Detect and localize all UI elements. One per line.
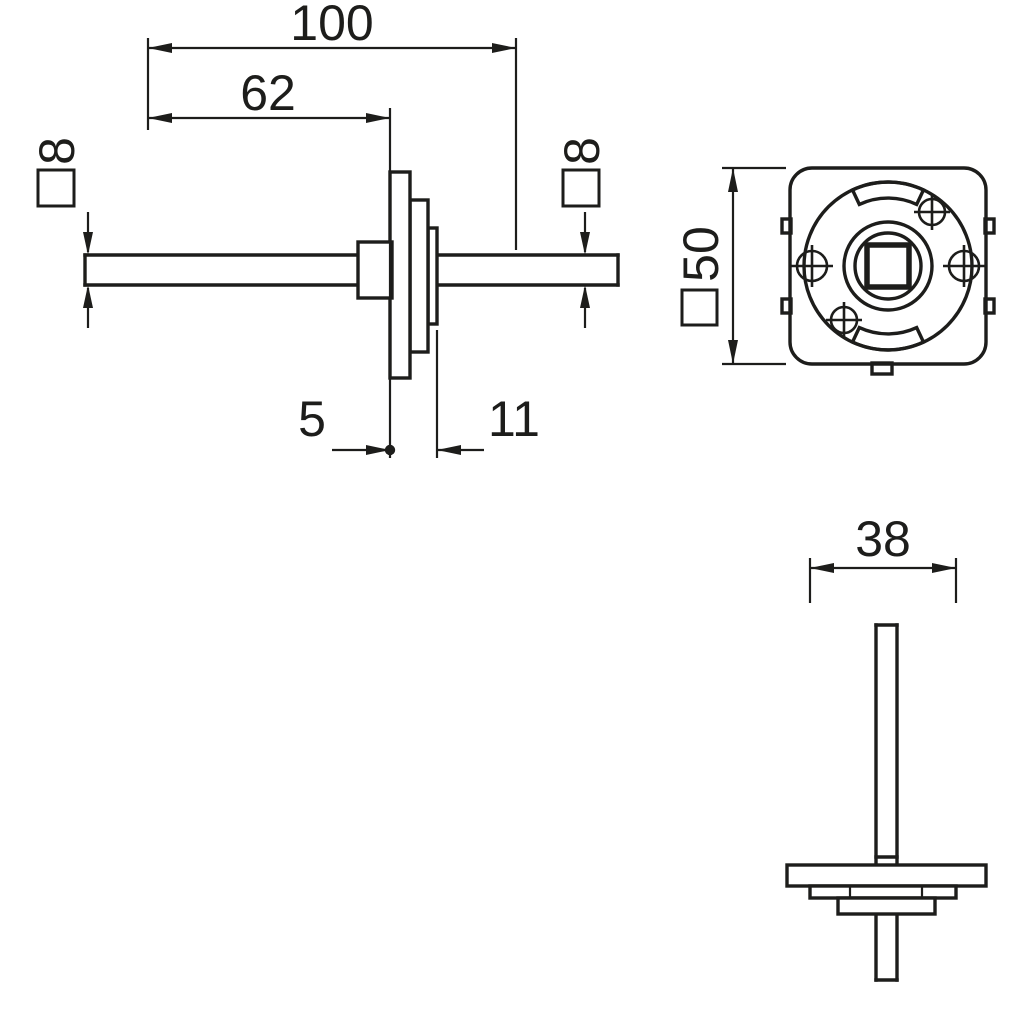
spindle-bar [83, 253, 620, 287]
boss-circle-inner [853, 231, 923, 301]
arrowhead-left [437, 445, 461, 455]
arrowhead-down [580, 232, 590, 255]
spindle-hub [356, 240, 394, 300]
dimension-label-11: 11 [488, 391, 540, 447]
arrowhead-left [148, 43, 172, 53]
dimension-label-8-left: 8 [29, 137, 85, 165]
dimension-8-left: 8 [29, 137, 93, 328]
arrowhead-down [728, 340, 738, 364]
arrowhead-up [728, 168, 738, 192]
screw-top-right [914, 194, 950, 230]
boss-circle-outer [842, 220, 934, 312]
screw-right [943, 245, 985, 287]
dimension-5: 5 [298, 391, 396, 456]
dimension-50: 50 [673, 166, 786, 366]
clip-slot-top [850, 180, 926, 207]
dimension-label-38: 38 [855, 511, 911, 567]
dimension-11: 11 [437, 391, 540, 455]
screw-bottom-left [826, 302, 862, 338]
arrowhead-left [810, 563, 834, 573]
arrowhead-left [148, 113, 172, 123]
arrowhead-down [83, 232, 93, 255]
rose-edge-profile [356, 170, 439, 380]
side-view: 100 62 8 8 [29, 0, 620, 458]
dimension-label-100: 100 [290, 0, 373, 51]
arrowhead-right [932, 563, 956, 573]
bottom-view: 38 [785, 511, 988, 982]
rose-layer-middle [408, 198, 430, 354]
dimension-38: 38 [808, 511, 958, 603]
arrowhead-right [492, 43, 516, 53]
collar-upper [808, 884, 958, 900]
clip-slot-bottom [850, 325, 926, 352]
arrowhead-right [366, 113, 390, 123]
square-spindle-hole [864, 242, 912, 290]
spindle-vertical [874, 623, 899, 982]
arrowhead-up [83, 285, 93, 308]
dimension-label-8-right: 8 [554, 137, 610, 165]
dimension-label-50: 50 [673, 226, 729, 282]
square-symbol [36, 168, 76, 208]
collar-lower [836, 896, 937, 916]
dimension-label-5: 5 [298, 391, 326, 447]
square-symbol [680, 288, 719, 327]
screw-left [791, 245, 833, 287]
dimension-62: 62 [148, 65, 390, 123]
square-symbol [561, 168, 601, 208]
arrowhead-right [366, 445, 390, 455]
dimension-100: 100 [146, 0, 518, 250]
dimension-8-right: 8 [554, 137, 610, 328]
dimension-label-62: 62 [240, 65, 296, 121]
arrowhead-up [580, 285, 590, 308]
dimension-origin-dot [384, 444, 396, 456]
rose-outline [788, 166, 988, 366]
front-view: 50 [673, 166, 996, 376]
rose-plate-edge [785, 863, 988, 888]
